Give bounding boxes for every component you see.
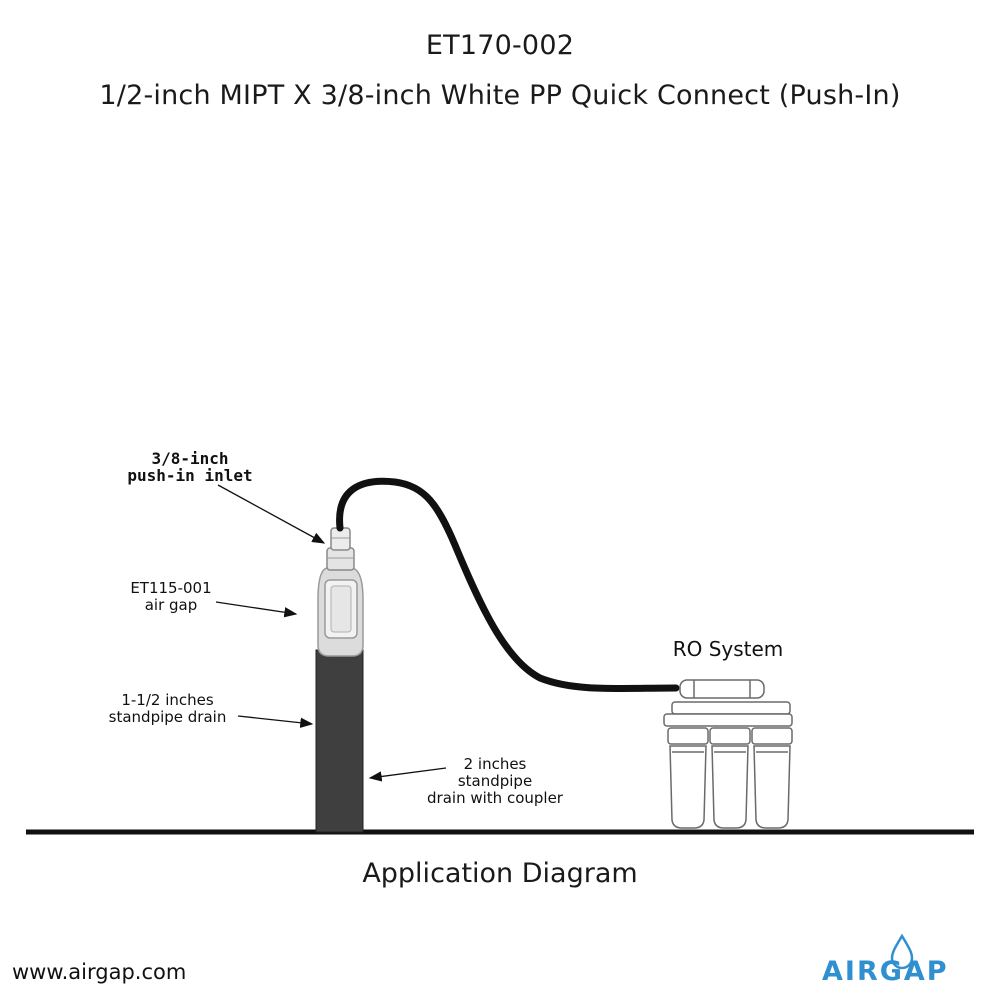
airgap-logo: AIRGAP (822, 930, 982, 992)
standpipe-large-label-line-2: standpipe (457, 772, 533, 790)
inlet-leader-arrow (217, 484, 326, 544)
standpipe-drain (315, 649, 364, 833)
standpipe-small-leader-arrow (237, 715, 314, 728)
inlet-label: 3/8-inch push-in inlet (110, 450, 270, 484)
air-gap-label-line-2: air gap (144, 596, 198, 614)
inlet-label-line-2: push-in inlet (127, 466, 253, 485)
standpipe-large-leader-arrow (368, 767, 447, 782)
water-drop-icon (890, 933, 914, 970)
air-gap-leader-arrow (215, 601, 298, 618)
standpipe-small-label-line-2: standpipe drain (108, 708, 227, 726)
air-gap-label-line-1: ET115-001 (130, 579, 212, 597)
standpipe-large-label: 2 inches standpipe drain with coupler (400, 756, 590, 807)
air-gap-label: ET115-001 air gap (106, 580, 236, 614)
ro-system (663, 679, 793, 829)
website-link[interactable]: www.airgap.com (12, 960, 187, 984)
standpipe-large-label-line-3: drain with coupler (427, 789, 563, 807)
product-description-title: 1/2-inch MIPT X 3/8-inch White PP Quick … (99, 80, 901, 111)
standpipe-small-label: 1-1/2 inches standpipe drain (80, 692, 255, 726)
ro-system-label: RO System (672, 637, 784, 661)
logo-text: AIRGAP (822, 956, 949, 987)
diagram-caption: Application Diagram (362, 858, 638, 889)
inlet-label-line-1: 3/8-inch (151, 449, 229, 468)
drain-tubing (336, 477, 680, 693)
part-number-title: ET170-002 (425, 30, 575, 61)
standpipe-large-label-line-1: 2 inches (463, 755, 527, 773)
standpipe-small-label-line-1: 1-1/2 inches (121, 691, 214, 709)
air-gap-fitting (317, 567, 364, 657)
quick-connect-fitting (326, 527, 355, 571)
